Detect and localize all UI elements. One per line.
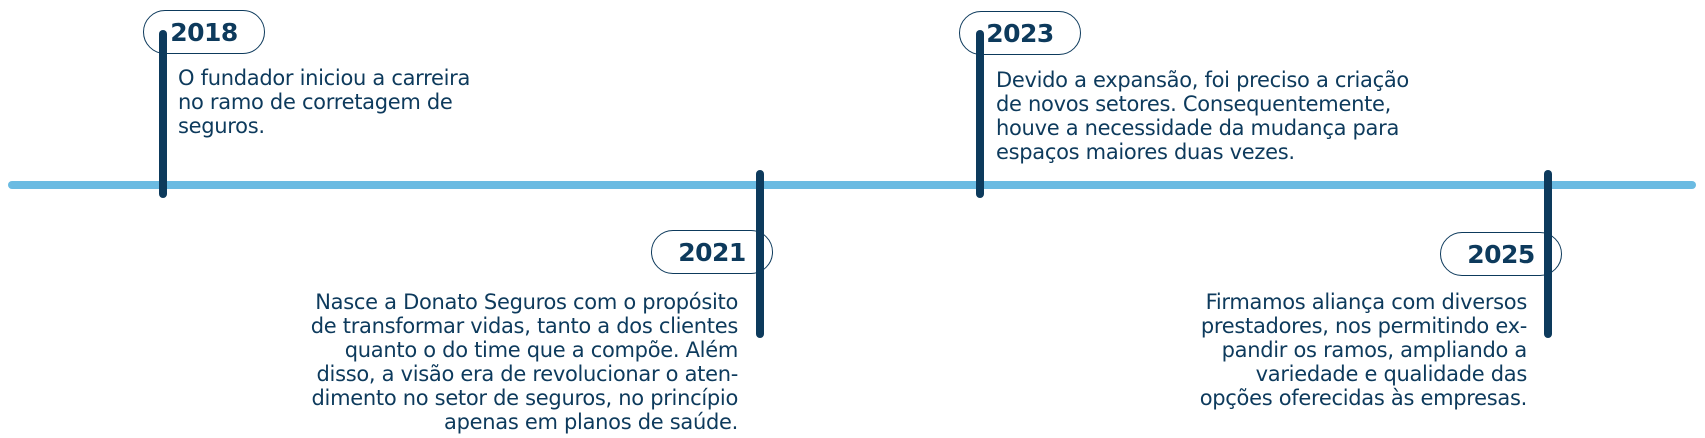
milestone-description-2023: Devido a expansão, foi preciso a criação… xyxy=(996,68,1409,164)
year-badge-2021: 2021 xyxy=(651,230,773,274)
milestone-description-2025: Firmamos aliança com diversos prestadore… xyxy=(1199,290,1528,410)
milestone-tick-2023 xyxy=(976,30,984,198)
milestone-description-2018: O fundador iniciou a carreira no ramo de… xyxy=(178,66,471,138)
year-badge-2025: 2025 xyxy=(1440,232,1562,276)
timeline-axis xyxy=(8,181,1696,189)
milestone-tick-2025 xyxy=(1544,170,1552,338)
milestone-tick-2021 xyxy=(756,170,764,338)
milestone-tick-2018 xyxy=(159,30,167,198)
milestone-description-2021: Nasce a Donato Seguros com o propósito d… xyxy=(310,290,739,434)
